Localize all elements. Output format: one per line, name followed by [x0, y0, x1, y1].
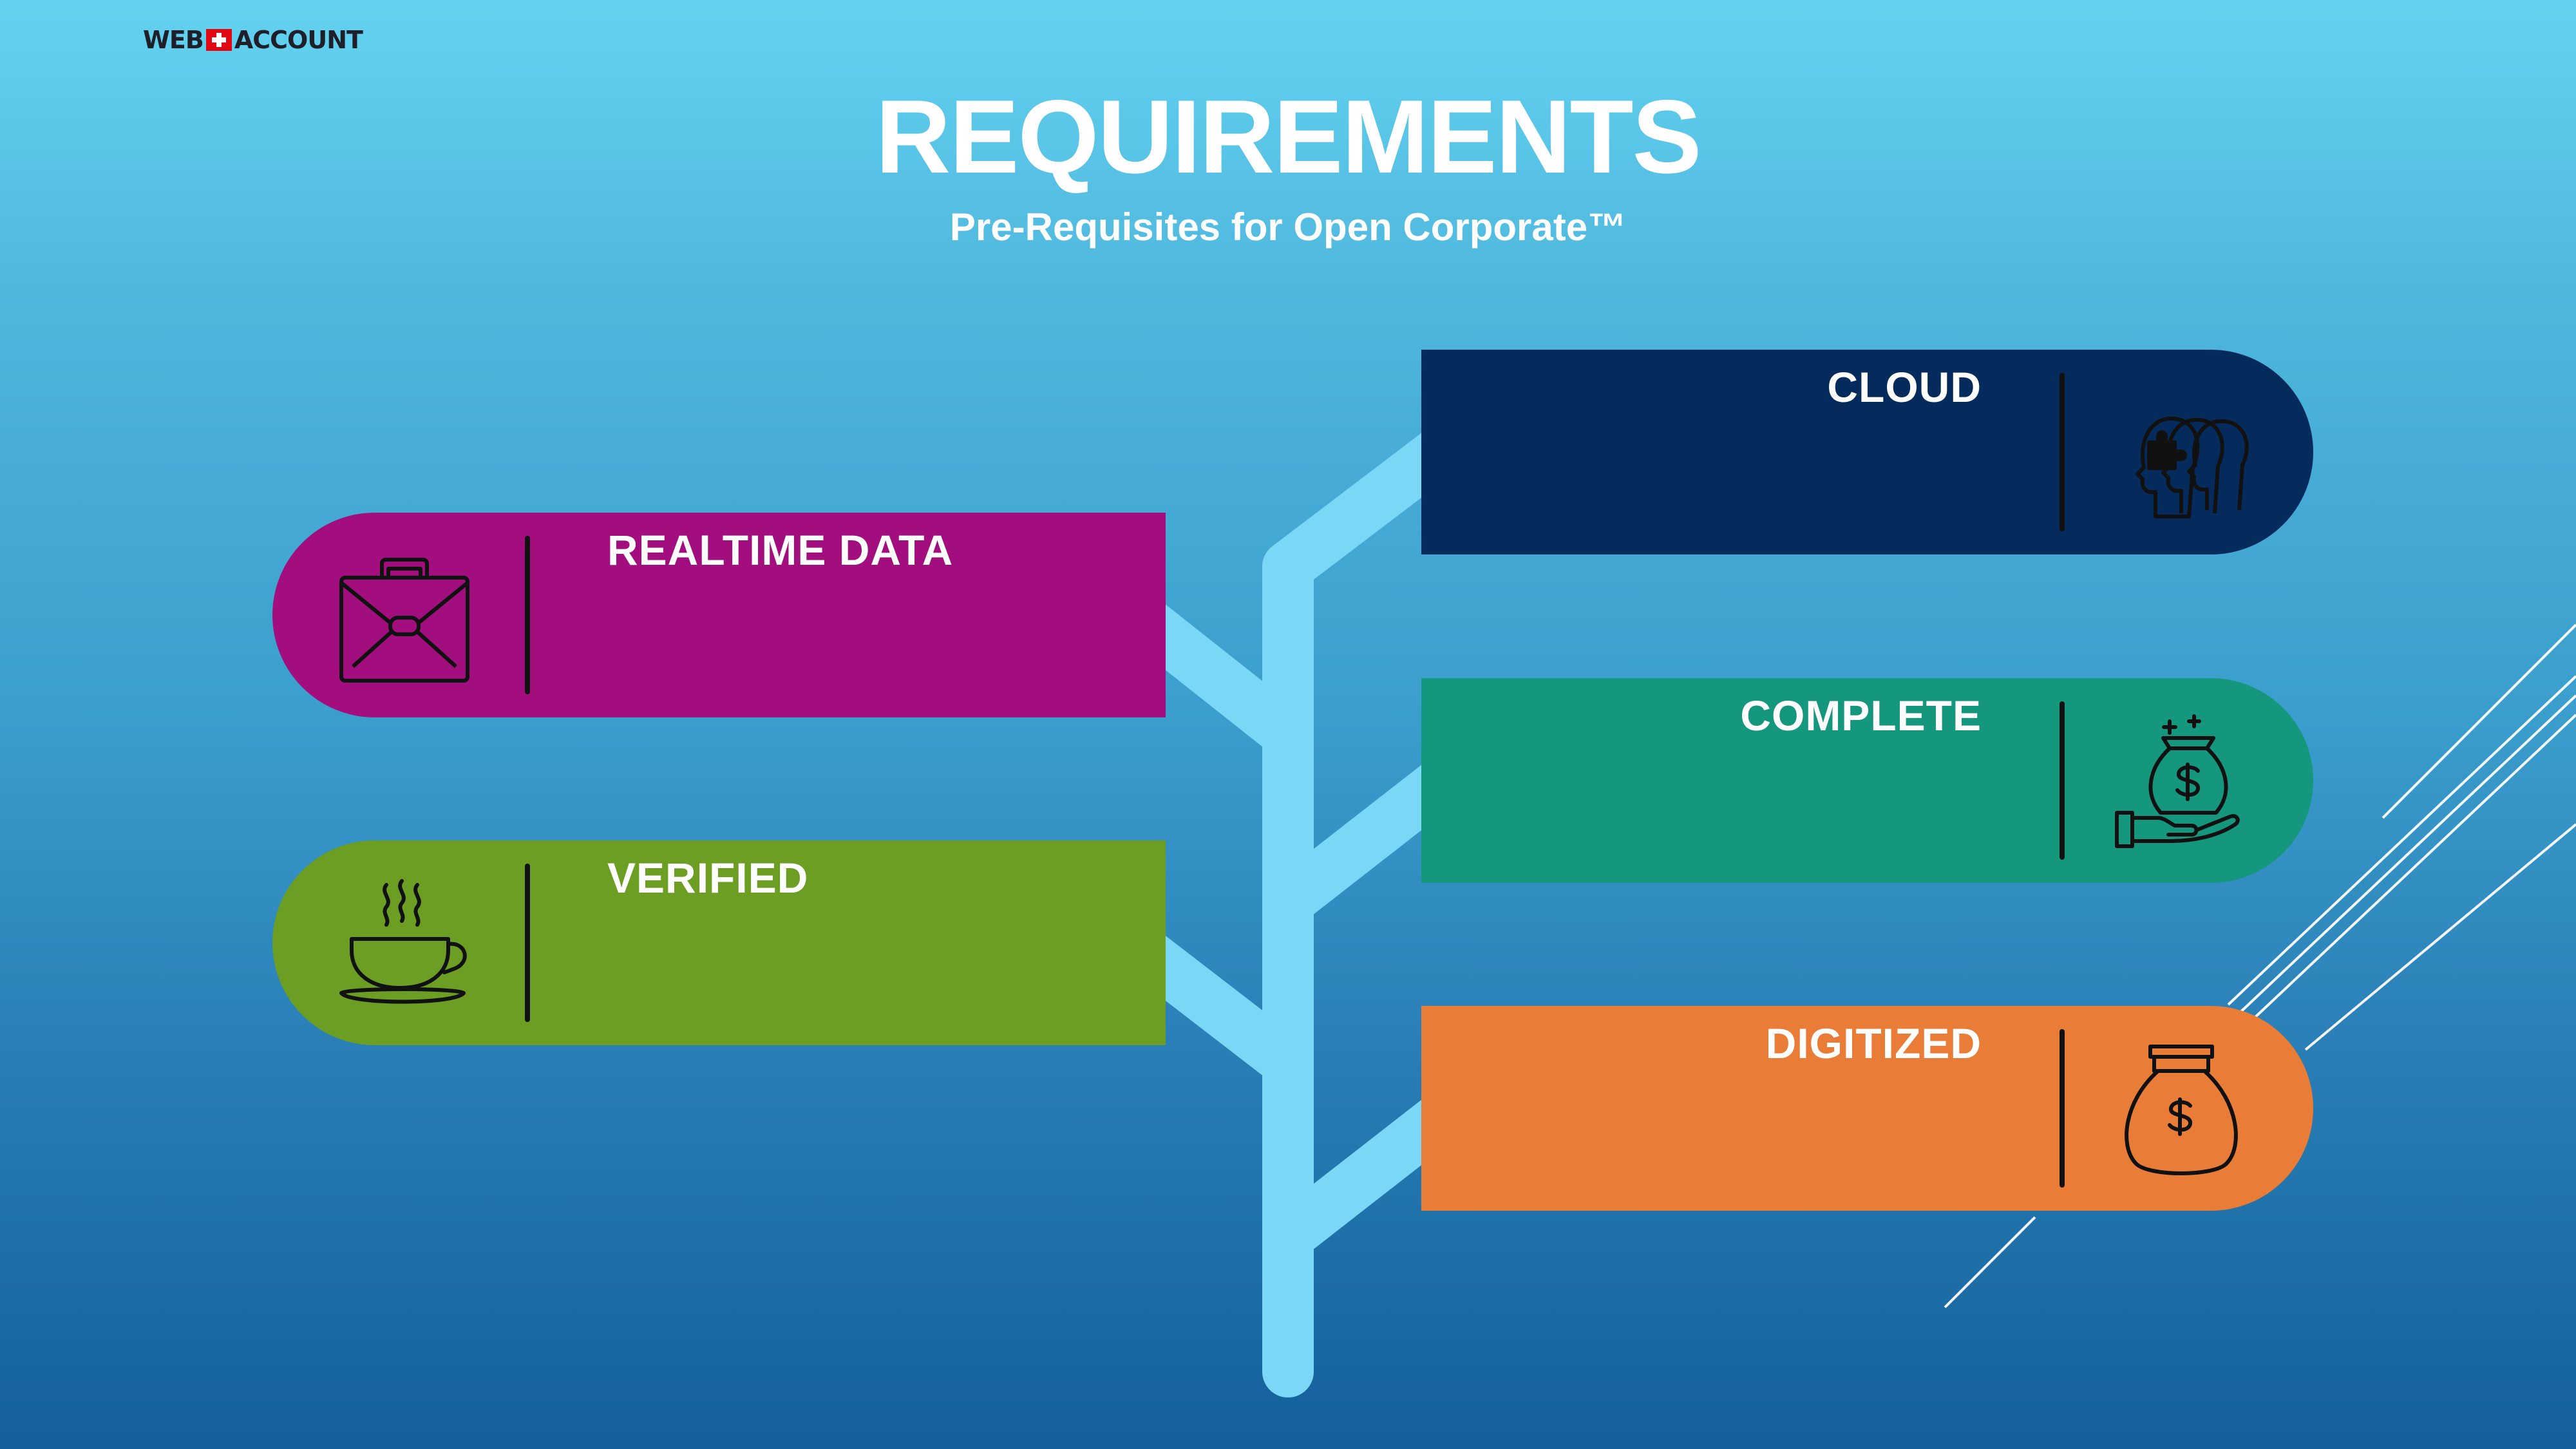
money-bag-hand-icon — [2110, 710, 2252, 851]
coffee-cup-icon — [334, 872, 475, 1014]
card-complete: COMPLETE — [1421, 678, 2313, 883]
card-divider — [525, 536, 530, 694]
swiss-flag-icon — [205, 29, 232, 51]
card-divider — [2060, 373, 2065, 531]
card-verified: VERIFIED — [272, 840, 1166, 1045]
card-realtime-data-label: REALTIME DATA — [607, 526, 954, 574]
brand-text-right: ACCOUNT — [234, 26, 363, 54]
page-subtitle: Pre-Requisites for Open Corporate™ — [949, 205, 1627, 249]
card-cloud: CLOUD — [1421, 350, 2313, 554]
card-cloud-label: CLOUD — [1827, 363, 1982, 411]
page-title: REQUIREMENTS — [875, 79, 1701, 195]
card-divider — [525, 864, 530, 1022]
brand-text-left: WEB — [143, 26, 204, 54]
heads-puzzle-icon — [2110, 381, 2252, 523]
card-realtime-data: REALTIME DATA — [272, 513, 1166, 717]
money-bag-icon — [2110, 1037, 2252, 1179]
card-divider — [2060, 701, 2065, 860]
card-divider — [2060, 1029, 2065, 1188]
brand-logo: WEB ACCOUNT — [143, 26, 363, 54]
card-complete-label: COMPLETE — [1740, 692, 1982, 739]
card-verified-label: VERIFIED — [607, 854, 809, 902]
card-digitized-label: DIGITIZED — [1765, 1019, 1982, 1067]
briefcase-icon — [334, 544, 475, 686]
card-digitized: DIGITIZED — [1421, 1006, 2313, 1211]
